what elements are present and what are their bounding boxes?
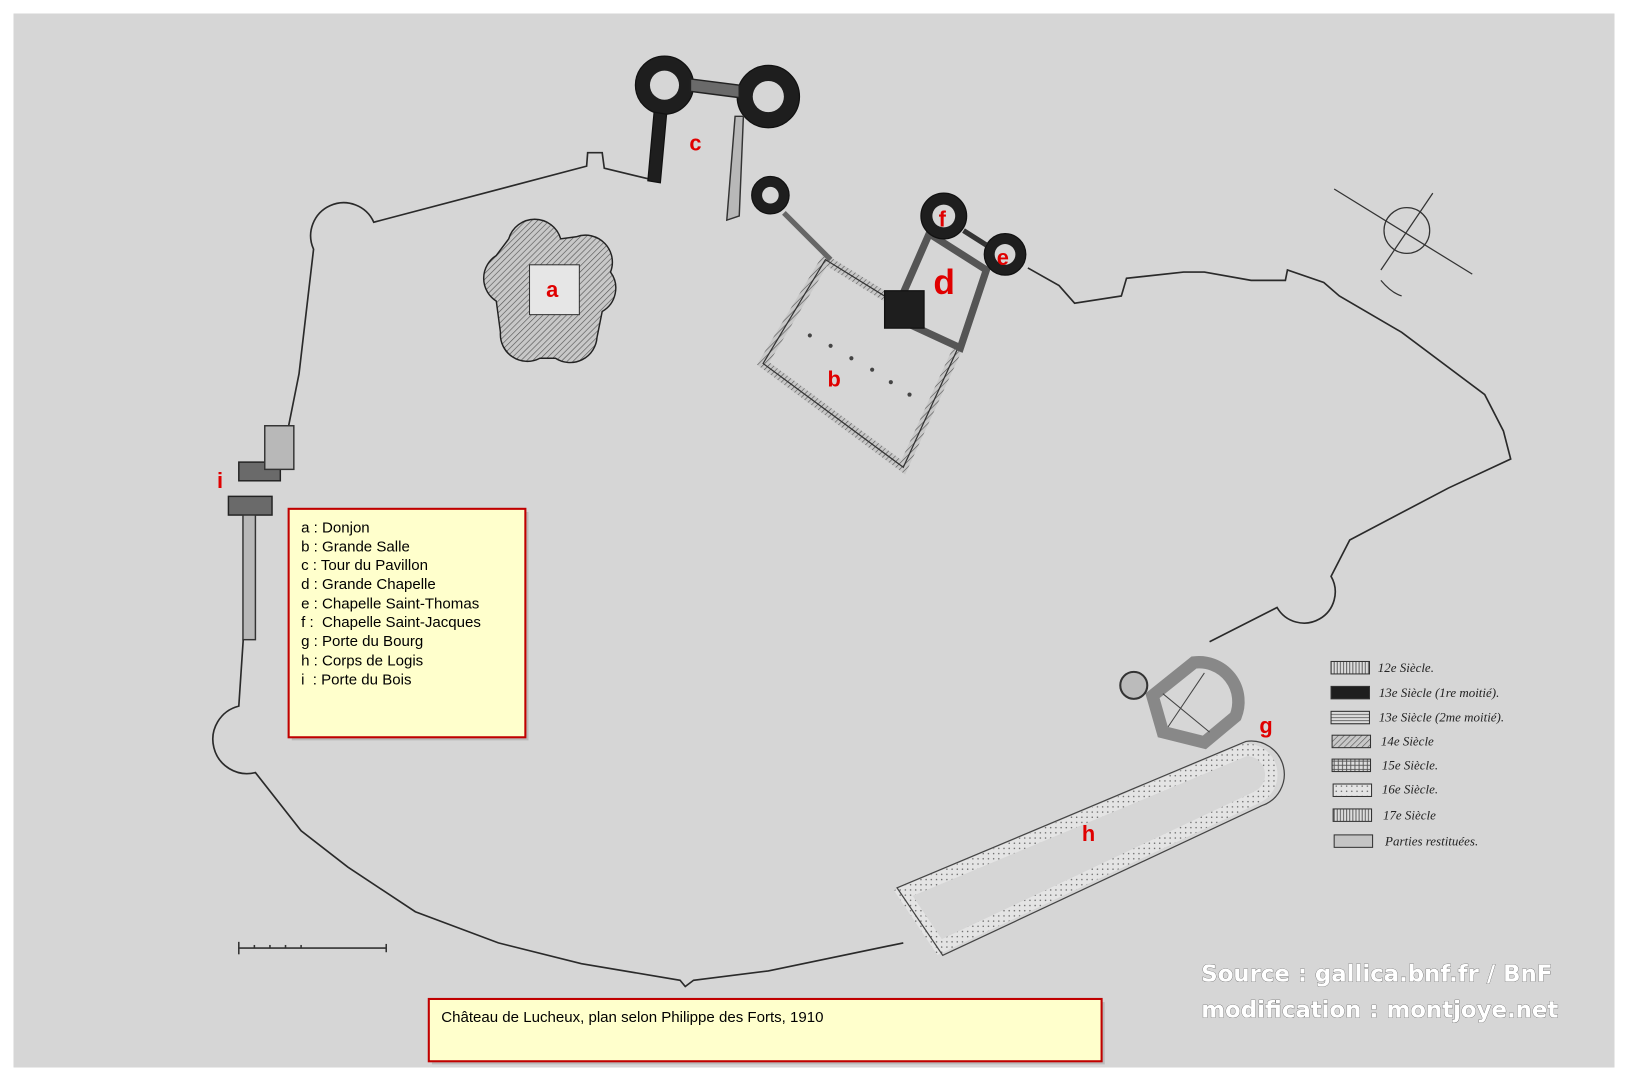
label-d: d bbox=[933, 263, 955, 302]
porte-du-bourg-cross bbox=[1162, 672, 1210, 733]
legend-label: 14e Siècle bbox=[1381, 734, 1434, 749]
pavillon-tower-east-interior bbox=[752, 80, 784, 113]
grande-salle-pillars bbox=[807, 333, 912, 397]
pavillon-west-wall bbox=[647, 111, 668, 184]
key-item: f : Chapelle Saint-Jacques bbox=[301, 614, 481, 631]
porte-du-bois-south bbox=[227, 495, 273, 516]
legend-label: 17e Siècle bbox=[1383, 807, 1436, 822]
enclosure-wall-outline bbox=[212, 151, 1512, 988]
label-e: e bbox=[997, 245, 1009, 270]
swatch-restored bbox=[1333, 834, 1374, 848]
swatch-14c bbox=[1331, 734, 1372, 749]
key-item: b : Grande Salle bbox=[301, 538, 410, 555]
porte-du-bourg-tower bbox=[1119, 670, 1149, 700]
west-wall-segment bbox=[242, 514, 257, 641]
label-h: h bbox=[1082, 821, 1095, 846]
key-item: h : Corps de Logis bbox=[301, 653, 423, 670]
key-box: a : Donjon b : Grande Salle c : Tour du … bbox=[287, 507, 529, 741]
legend-label: 12e Siècle. bbox=[1378, 660, 1434, 675]
label-i: i bbox=[217, 468, 223, 493]
corps-de-logis-outline bbox=[896, 740, 1285, 957]
key-item: d : Grande Chapelle bbox=[301, 576, 436, 593]
north-small-tower-interior bbox=[762, 186, 779, 204]
label-b: b bbox=[827, 366, 840, 391]
saint-jacques-interior bbox=[932, 204, 956, 228]
pavillon-east-wall bbox=[725, 115, 745, 222]
label-f: f bbox=[939, 206, 947, 231]
porte-du-bourg bbox=[1145, 655, 1245, 750]
scale-bar bbox=[238, 941, 388, 955]
key-item: e : Chapelle Saint-Thomas bbox=[301, 596, 479, 613]
period-legend: 12e Siècle. 13e Siècle (1re moitié). 13e… bbox=[1330, 660, 1504, 848]
key-item: i : Porte du Bois bbox=[301, 671, 411, 688]
grande-chapelle-dark-masonry bbox=[883, 290, 925, 329]
swatch-17c bbox=[1332, 808, 1373, 822]
pavillon-tower-west-interior bbox=[649, 70, 680, 100]
porte-du-bois-tower bbox=[264, 425, 295, 471]
label-c: c bbox=[689, 131, 701, 156]
pavillon-curtain bbox=[689, 78, 740, 99]
chapel-link-wall bbox=[962, 228, 988, 248]
legend-label: 13e Siècle (1re moitié). bbox=[1379, 685, 1500, 700]
swatch-12c bbox=[1330, 660, 1370, 675]
caption-box: Château de Lucheux, plan selon Philippe … bbox=[427, 997, 1105, 1065]
donjon-interior bbox=[528, 264, 580, 316]
swatch-16c bbox=[1332, 783, 1373, 797]
saint-thomas-interior bbox=[994, 244, 1016, 265]
grande-salle-north-wall bbox=[782, 211, 833, 262]
legend-label: 15e Siècle. bbox=[1382, 757, 1438, 772]
caption-text: Château de Lucheux, plan selon Philippe … bbox=[441, 1009, 823, 1026]
key-item: a : Donjon bbox=[301, 520, 370, 537]
paper-background bbox=[13, 13, 1615, 1068]
compass-rose-icon bbox=[1333, 188, 1473, 297]
swatch-13c-2 bbox=[1330, 710, 1370, 725]
key-item: c : Tour du Pavillon bbox=[301, 557, 428, 574]
label-g: g bbox=[1259, 713, 1272, 738]
legend-label: Parties restituées. bbox=[1384, 833, 1478, 848]
legend-label: 13e Siècle (2me moitié). bbox=[1379, 710, 1504, 725]
label-a: a bbox=[546, 277, 559, 302]
corps-de-logis bbox=[893, 743, 1278, 955]
credit-modification: modification : montjoye.net bbox=[1201, 998, 1558, 1024]
swatch-15c bbox=[1331, 758, 1372, 773]
credit-source: Source : gallica.bnf.fr / BnF bbox=[1201, 961, 1552, 987]
swatch-13c-1 bbox=[1330, 685, 1370, 700]
legend-label: 16e Siècle. bbox=[1382, 781, 1438, 796]
key-item: g : Porte du Bourg bbox=[301, 633, 423, 650]
